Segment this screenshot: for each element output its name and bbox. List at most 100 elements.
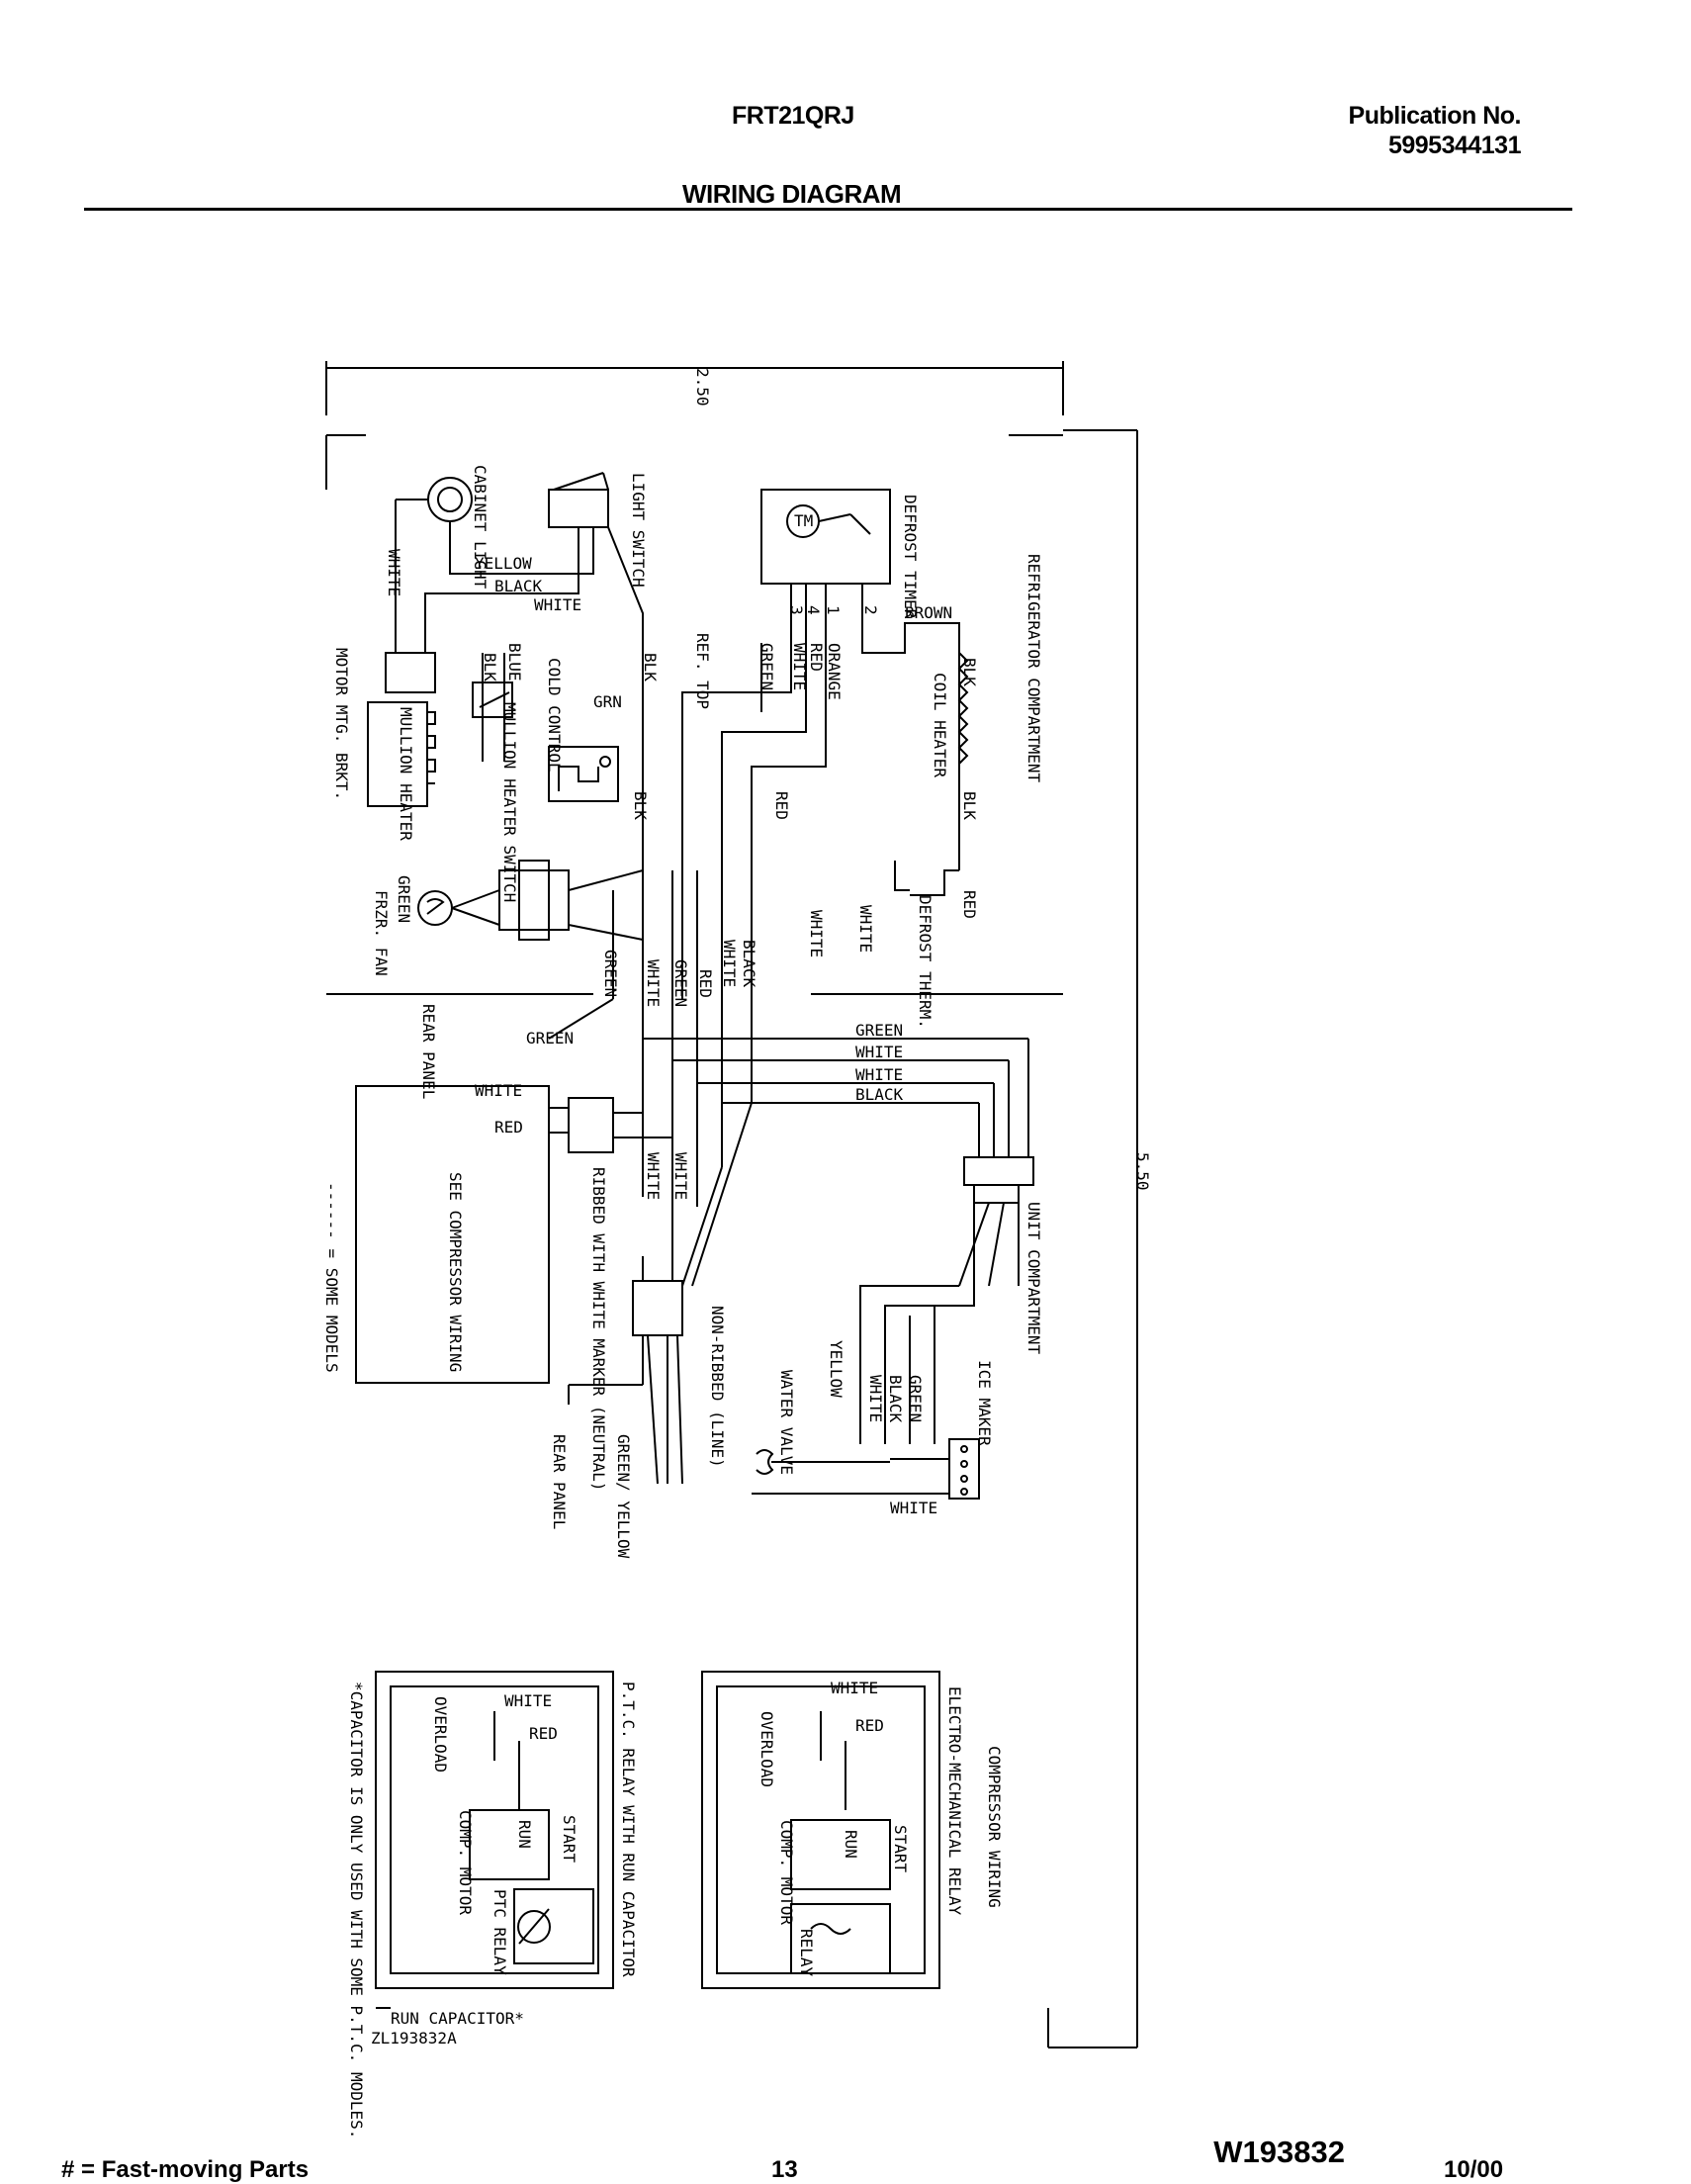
wire-orange: ORANGE xyxy=(825,643,844,700)
revision-date: 10/00 xyxy=(1444,2156,1504,2183)
model-number: FRT21QRJ xyxy=(732,102,854,130)
wire-green-timer: GREEN xyxy=(757,643,776,690)
ptc-comp-motor: COMP. MOTOR xyxy=(456,1810,475,1915)
em-start: START xyxy=(891,1825,910,1873)
ptc-title: P.T.C. RELAY WITH RUN CAPACITOR xyxy=(619,1682,638,1977)
label-rear-panel-top: REAR PANEL xyxy=(419,1004,438,1099)
label-ice-maker: ICE MAKER xyxy=(975,1360,994,1446)
wire-white-valve: WHITE xyxy=(890,1499,937,1517)
drawing-number: W193832 xyxy=(1213,2135,1345,2169)
wire-black-feed: BLACK xyxy=(855,1085,904,1104)
wire-blk-center: BLK xyxy=(641,653,660,682)
ptc-overload: OVERLOAD xyxy=(431,1696,450,1773)
wire-green-frzr: GREEN xyxy=(395,875,413,923)
em-title: COMPRESSOR WIRING xyxy=(985,1746,1004,1908)
wire-black-ice: BLACK xyxy=(886,1375,905,1423)
ptc-note: *CAPACITOR IS ONLY USED WITH SOME P.T.C.… xyxy=(347,1682,366,2138)
em-subtitle: ELECTRO-MECHANICAL RELAY xyxy=(945,1686,964,1916)
wire-white-cord1: WHITE xyxy=(644,1152,663,1200)
wire-white-feed1: WHITE xyxy=(855,1043,903,1061)
label-see-compressor-wiring: SEE COMPRESSOR WIRING xyxy=(446,1172,465,1372)
wire-green-feed: GREEN xyxy=(855,1021,903,1040)
label-motor-mtg-brkt: MOTOR MTG. BRKT. xyxy=(332,648,351,800)
wire-white-cord2: WHITE xyxy=(671,1152,690,1200)
ptc-relay-label: PTC RELAY xyxy=(490,1889,509,1975)
page-title: WIRING DIAGRAM xyxy=(682,179,902,209)
wire-white-light: WHITE xyxy=(385,549,403,596)
terminal-3: 3 xyxy=(787,605,806,615)
wire-green-rear: GREEN xyxy=(526,1029,574,1047)
ptc-part-no: ZL193832A xyxy=(371,2029,457,2048)
header-rule xyxy=(84,208,1572,211)
wire-red-mid: RED xyxy=(772,791,791,820)
label-water-valve: WATER VALVE xyxy=(777,1370,796,1475)
terminal-4: 4 xyxy=(804,605,823,615)
label-some-models: ------ = SOME MODELS xyxy=(322,1182,341,1373)
page-number: 13 xyxy=(771,2156,798,2183)
wire-green-bus: GREEN xyxy=(671,959,690,1007)
wire-white-comp: WHITE xyxy=(475,1081,522,1100)
ptc-run-capacitor: RUN CAPACITOR* xyxy=(391,2009,524,2028)
dim-width: 2.50 xyxy=(693,368,712,407)
label-coil-heater: COIL HEATER xyxy=(931,673,949,777)
label-cabinet-light: CABINET LIGHT xyxy=(471,465,490,590)
em-overload: OVERLOAD xyxy=(757,1711,776,1787)
wire-green-fan: GREEN xyxy=(601,950,620,997)
label-unit-compartment: UNIT COMPARTMENT xyxy=(1024,1202,1043,1354)
label-cold-control: COLD CONTROL xyxy=(545,658,564,773)
label-defrost-timer: DEFROST TIMER xyxy=(901,495,920,619)
label-frzr-fan: FRZR. FAN xyxy=(372,890,391,976)
em-relay-label: RELAY xyxy=(797,1929,816,1977)
wire-white-bus3: WHITE xyxy=(644,959,663,1007)
wire-blk-coil-bottom: BLK xyxy=(960,791,979,820)
wire-white-ice: WHITE xyxy=(866,1375,885,1422)
terminal-1: 1 xyxy=(824,605,843,615)
label-non-ribbed-line: NON-RIBBED (LINE) xyxy=(708,1306,727,1468)
wire-blk-lower: BLK xyxy=(631,791,650,820)
wire-black-top: BLACK xyxy=(494,577,543,595)
label-ref-top: REF. TOP xyxy=(693,633,712,709)
label-ribbed-neutral: RIBBED WITH WHITE MARKER (NEUTRAL) xyxy=(589,1167,608,1492)
ptc-run: RUN xyxy=(515,1820,534,1849)
wire-white-top: WHITE xyxy=(534,595,581,614)
wire-blk-coil-top: BLK xyxy=(960,658,979,686)
wire-green-ice: GREEN xyxy=(906,1375,925,1422)
wire-red-coil: RED xyxy=(960,890,979,919)
label-defrost-therm: DEFROST THERM. xyxy=(916,895,934,1029)
publication-number: 5995344131 xyxy=(1387,132,1522,159)
wire-black-bus: BLACK xyxy=(740,940,758,988)
ptc-white: WHITE xyxy=(504,1691,552,1710)
wire-white-therm: WHITE xyxy=(856,905,875,953)
wire-blk-mullion: BLK xyxy=(481,653,499,682)
label-rear-panel-bottom: REAR PANEL xyxy=(550,1434,569,1529)
wire-grn: GRN xyxy=(593,692,622,711)
legend-fast-moving: # = Fast-moving Parts xyxy=(61,2156,310,2183)
wire-red-bus: RED xyxy=(696,969,715,998)
ptc-start: START xyxy=(560,1815,578,1864)
terminal-2: 2 xyxy=(861,605,880,615)
wire-red-timer: RED xyxy=(807,643,826,672)
em-white: WHITE xyxy=(831,1679,878,1697)
label-mullion-heater-switch: MULLION HEATER SWITCH xyxy=(500,702,519,902)
wire-brown: BROWN xyxy=(905,603,952,622)
wire-white-bus: WHITE xyxy=(807,910,826,957)
ptc-red: RED xyxy=(529,1724,558,1743)
em-run: RUN xyxy=(842,1830,860,1859)
dim-height: 5.50 xyxy=(1133,1152,1152,1191)
wire-white-feed2: WHITE xyxy=(855,1065,903,1084)
label-refrigerator-compartment: REFRIGERATOR COMPARTMENT xyxy=(1024,554,1043,783)
em-comp-motor: COMP. MOTOR xyxy=(777,1820,796,1925)
wire-yellow: YELLOW xyxy=(475,554,532,573)
label-light-switch: LIGHT SWITCH xyxy=(629,473,648,588)
em-red: RED xyxy=(855,1716,884,1735)
wire-white-timer: WHITE xyxy=(790,643,809,690)
wire-red-comp: RED xyxy=(494,1118,523,1137)
label-tm: TM xyxy=(794,511,813,530)
publication-label: Publication No. xyxy=(1348,102,1522,130)
wire-yellow-valve: YELLOW xyxy=(827,1340,846,1398)
wire-white-bus2: WHITE xyxy=(720,940,739,987)
wire-blue: BLUE xyxy=(505,643,524,682)
label-green-yellow: GREEN/ YELLOW xyxy=(614,1434,633,1559)
label-mullion-heater: MULLION HEATER xyxy=(397,707,415,841)
